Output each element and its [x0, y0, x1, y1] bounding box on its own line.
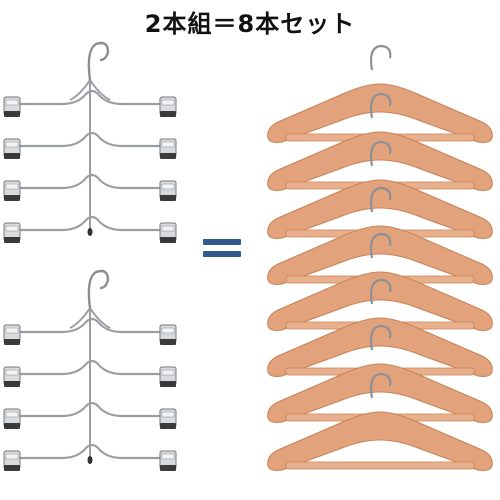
multi-tier-clip-hanger-top — [4, 43, 176, 243]
wooden-hanger-stack — [266, 44, 494, 472]
equals-bar-bottom — [203, 251, 241, 257]
equals-icon — [203, 239, 241, 259]
multi-tier-clip-hanger-bottom — [4, 271, 176, 471]
equals-bar-top — [203, 239, 241, 245]
headline: 2本組＝8本セット — [144, 10, 356, 38]
